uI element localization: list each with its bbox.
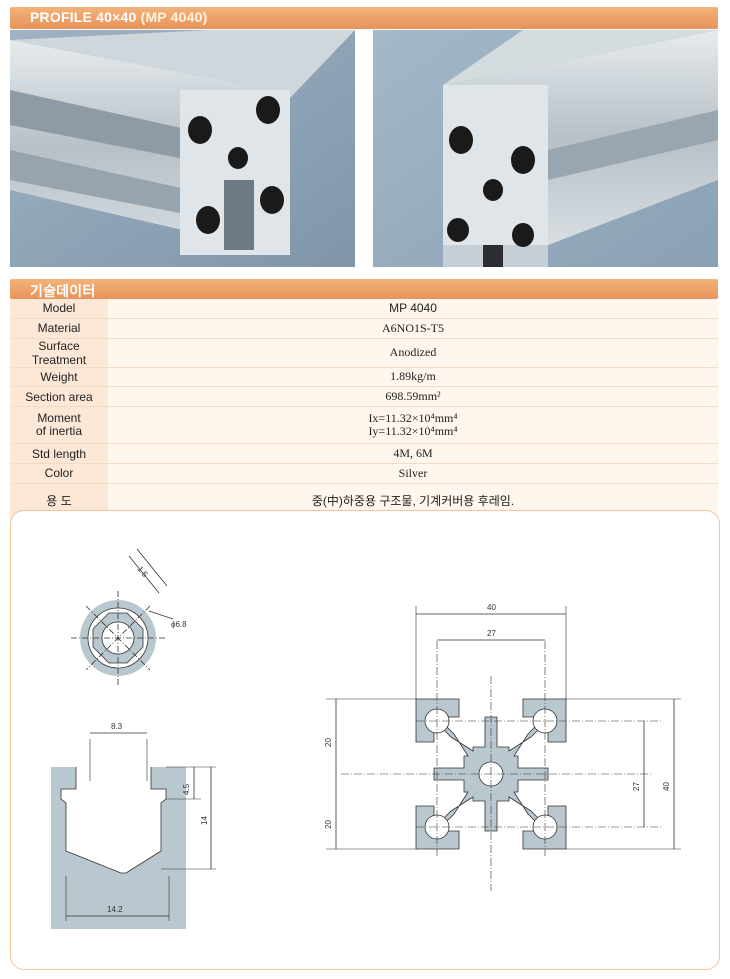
spec-table: Model MP 4040 Material A6NO1S-T5 Surface… (10, 299, 718, 519)
spec-row-model: Model MP 4040 (10, 299, 718, 319)
inertia-ix: Ix=11.32×10⁴mm⁴ (368, 411, 458, 426)
profile-title: PROFILE 40×40 (30, 9, 137, 25)
profile-photo-right (373, 30, 718, 267)
slot-lip-dim: 4.5 (182, 783, 191, 795)
spec-value: A6NO1S-T5 (108, 318, 718, 339)
tech-data-title: 기술데이터 (30, 283, 96, 299)
hole-detail (71, 548, 174, 685)
slot-detail (51, 732, 216, 929)
spec-label: Std length (10, 443, 108, 464)
spec-label: Surface Treatment (10, 338, 108, 368)
section-height-dim: 40 (662, 782, 671, 791)
spec-value: MP 4040 (108, 299, 718, 319)
spec-row-length: Std length 4M, 6M (10, 443, 718, 464)
inertia-iy: Iy=11.32×10⁴mm⁴ (368, 424, 458, 439)
slot-depth-dim: 14 (200, 816, 209, 825)
page-title: PROFILE 40×40 (MP 4040) (30, 9, 207, 25)
spec-label-line: of inertia (35, 424, 83, 439)
spec-label: Section area (10, 386, 108, 408)
hole-diameter-dim: ϕ6.8 (171, 620, 187, 629)
technical-drawing: 1.5 ϕ6.8 8.3 4.5 14 14.2 (51, 548, 681, 929)
spec-value: 1.89kg/m (108, 367, 718, 388)
spec-row-section-area: Section area 698.59mm² (10, 386, 718, 408)
spec-row-surface: Surface Treatment Anodized (10, 338, 718, 368)
spec-row-color: Color Silver (10, 463, 718, 484)
spec-label: Material (10, 318, 108, 339)
spec-label: Moment of inertia (10, 406, 108, 445)
spec-value: Anodized (108, 338, 718, 368)
spec-value: Ix=11.32×10⁴mm⁴ Iy=11.32×10⁴mm⁴ (108, 406, 718, 445)
model-code: (MP 4040) (140, 9, 208, 25)
spec-value: 4M, 6M (108, 443, 718, 464)
section-half-bottom-dim: 20 (324, 820, 333, 829)
spec-label-line: Moment (37, 411, 81, 426)
spec-row-inertia: Moment of inertia Ix=11.32×10⁴mm⁴ Iy=11.… (10, 406, 718, 445)
title-bar: PROFILE 40×40 (MP 4040) (10, 7, 718, 29)
spec-row-weight: Weight 1.89kg/m (10, 367, 718, 388)
profile-section (326, 606, 681, 891)
tech-data-bar: 기술데이터 (10, 279, 718, 299)
spec-value: Silver (108, 463, 718, 484)
spec-label: Color (10, 463, 108, 484)
spec-row-material: Material A6NO1S-T5 (10, 318, 718, 339)
slot-opening-dim: 8.3 (111, 722, 123, 731)
section-width-dim: 40 (487, 603, 496, 612)
section-pitch-x-dim: 27 (487, 629, 496, 638)
section-half-top-dim: 20 (324, 738, 333, 747)
spec-label: Weight (10, 367, 108, 388)
slot-width-dim: 14.2 (107, 905, 123, 914)
profile-photo-left (10, 30, 355, 267)
drawing-panel: 1.5 ϕ6.8 8.3 4.5 14 14.2 (10, 510, 720, 970)
spec-value: 698.59mm² (108, 386, 718, 408)
spec-label: Model (10, 299, 108, 319)
section-pitch-y-dim: 27 (632, 782, 641, 791)
